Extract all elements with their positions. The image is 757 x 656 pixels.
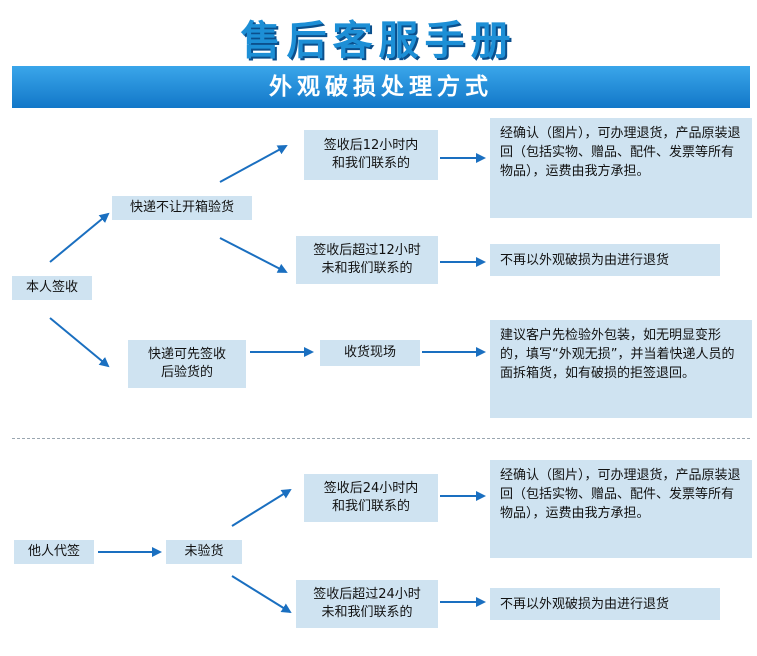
section-banner: 外观破损处理方式 bbox=[12, 66, 750, 108]
branch-no-open: 快递不让开箱验货 bbox=[112, 196, 252, 220]
arrow-branch-a-to-cond2 bbox=[219, 237, 288, 273]
branch-sign-then-inspect: 快递可先签收 后验货的 bbox=[128, 340, 246, 388]
arrow-root-to-branch-a bbox=[49, 212, 110, 263]
result-return-accepted-1: 经确认（图片），可办理退货，产品原装退回（包括实物、赠品、配件、发票等所有物品）… bbox=[490, 118, 752, 218]
banner-text: 外观破损处理方式 bbox=[269, 74, 493, 100]
result-no-return-1: 不再以外观破损为由进行退货 bbox=[490, 244, 720, 276]
arrow-branch-a-to-cond1 bbox=[219, 145, 288, 183]
arrow-branch2-to-cond2 bbox=[231, 575, 292, 614]
result-return-accepted-2: 经确认（图片），可办理退货，产品原装退回（包括实物、赠品、配件、发票等所有物品）… bbox=[490, 460, 752, 558]
branch-not-inspected: 未验货 bbox=[166, 540, 242, 564]
arrow-branch2-to-cond1 bbox=[231, 488, 292, 527]
result-inspect-package: 建议客户先检验外包装，如无明显变形的，填写“外观无损”，并当着快递人员的面拆箱货… bbox=[490, 320, 752, 418]
cond-within-24h: 签收后24小时内 和我们联系的 bbox=[304, 474, 438, 522]
root-self-sign: 本人签收 bbox=[12, 276, 92, 300]
cond-within-12h: 签收后12小时内 和我们联系的 bbox=[304, 130, 438, 180]
page-title: 售后客服手册 bbox=[240, 18, 517, 64]
cond-over-24h: 签收后超过24小时 未和我们联系的 bbox=[296, 580, 438, 628]
cond-over-12h: 签收后超过12小时 未和我们联系的 bbox=[296, 236, 438, 284]
arrow-root-to-branch-b bbox=[49, 317, 110, 368]
step-on-site: 收货现场 bbox=[320, 340, 420, 366]
result-no-return-2: 不再以外观破损为由进行退货 bbox=[490, 588, 720, 620]
root-other-sign: 他人代签 bbox=[14, 540, 94, 564]
section-divider bbox=[12, 438, 750, 439]
